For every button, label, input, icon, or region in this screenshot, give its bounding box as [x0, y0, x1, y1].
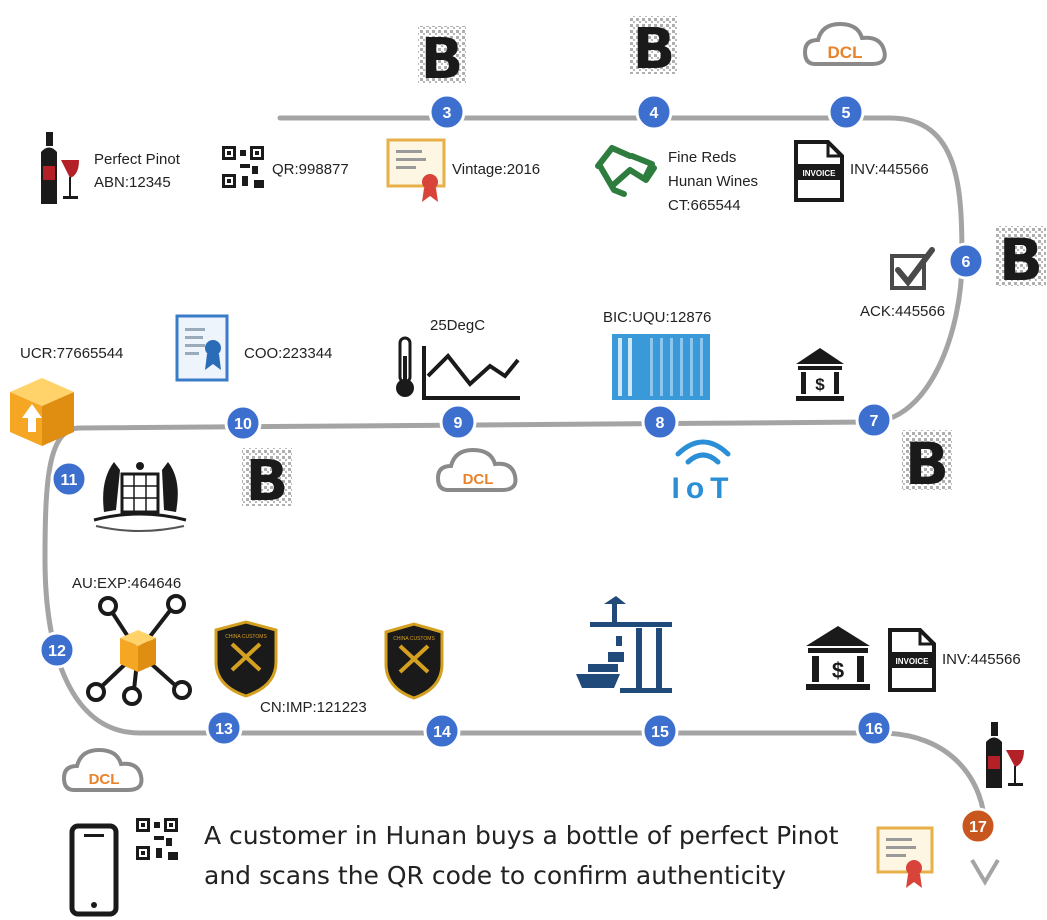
- buyer-name: Fine Reds: [668, 149, 736, 166]
- svg-text:CHINA CUSTOMS: CHINA CUSTOMS: [393, 636, 435, 642]
- dcl-label: DCL: [828, 43, 863, 62]
- svg-text:15: 15: [651, 724, 669, 741]
- seller-name: Hunan Wines: [668, 173, 758, 190]
- blockchain-icon: B: [418, 26, 466, 92]
- acknowledge-checkbox-icon: [890, 247, 935, 290]
- svg-text:17: 17: [969, 819, 987, 836]
- ucr-label: UCR:77665544: [20, 345, 123, 362]
- temperature-chart-icon: [396, 336, 520, 400]
- dcl-cloud-icon: DCL: [802, 21, 887, 66]
- svg-text:B: B: [999, 226, 1043, 294]
- ack-label: ACK:445566: [860, 303, 945, 320]
- svg-text:B: B: [633, 17, 676, 82]
- svg-text:B: B: [421, 27, 464, 92]
- dcl-cloud-icon: DCL: [61, 747, 144, 792]
- svg-text:7: 7: [870, 413, 879, 430]
- export-network-icon: [86, 594, 192, 706]
- smartphone-icon: [69, 823, 119, 917]
- svg-text:B: B: [246, 449, 289, 514]
- product-name: Perfect Pinot: [94, 151, 181, 168]
- import-label: CN:IMP:121223: [260, 699, 367, 716]
- china-customs-badge-icon: CHINA CUSTOMS: [214, 620, 278, 698]
- svg-text:8: 8: [656, 415, 665, 432]
- svg-text:DCL: DCL: [89, 771, 120, 788]
- step-marker: 14: [423, 712, 461, 750]
- step-marker: 9: [439, 403, 477, 441]
- wine-bottle-glass-icon: [41, 132, 79, 204]
- svg-text:$: $: [815, 375, 825, 394]
- step-marker: 15: [641, 712, 679, 750]
- step-marker: 11: [50, 460, 88, 498]
- svg-text:4: 4: [650, 105, 659, 122]
- step-marker: 6: [947, 242, 985, 280]
- step-marker: 5: [827, 93, 865, 131]
- svg-text:3: 3: [443, 105, 452, 122]
- svg-text:9: 9: [454, 415, 463, 432]
- svg-text:12: 12: [48, 643, 66, 660]
- export-label: AU:EXP:464646: [72, 575, 181, 592]
- invoice-tag: INVOICE: [803, 169, 837, 178]
- step-marker: 3: [428, 93, 466, 131]
- certificate-icon: [876, 826, 934, 888]
- svg-text:14: 14: [433, 724, 451, 741]
- invoice-icon: INVOICE: [794, 140, 844, 202]
- svg-text:DCL: DCL: [463, 471, 494, 488]
- iot-wifi-icon: [675, 439, 731, 465]
- abn-label: ABN:12345: [94, 174, 171, 191]
- svg-text:16: 16: [865, 721, 883, 738]
- step-marker: 7: [855, 401, 893, 439]
- svg-text:11: 11: [61, 472, 78, 489]
- blockchain-icon: B: [902, 430, 952, 498]
- invoice-number: INV:445566: [850, 161, 929, 178]
- svg-text:13: 13: [215, 721, 233, 738]
- blockchain-icon: B: [242, 448, 292, 514]
- certificate-icon: [386, 138, 446, 202]
- svg-text:6: 6: [962, 254, 971, 271]
- svg-text:$: $: [832, 658, 844, 683]
- dcl-cloud-icon: DCL: [435, 447, 518, 492]
- caption-line-2: and scans the QR code to confirm authent…: [204, 861, 786, 890]
- step-marker: 4: [635, 93, 673, 131]
- wine-bottle-glass-icon: [986, 722, 1024, 788]
- qr-code-icon: [136, 818, 178, 860]
- coo-label: COO:223344: [244, 345, 332, 362]
- vintage-label: Vintage:2016: [452, 161, 540, 178]
- step-marker: 12: [38, 631, 76, 669]
- package-box-icon: [10, 378, 74, 446]
- certificate-of-origin-icon: [175, 314, 229, 382]
- svg-text:B: B: [905, 430, 949, 498]
- invoice-number: INV:445566: [942, 651, 1021, 668]
- iot-label: IoT: [672, 472, 735, 505]
- qr-label: QR:998877: [272, 161, 349, 178]
- port-crane-ship-icon: [576, 596, 672, 693]
- blockchain-icon: B: [630, 16, 678, 82]
- step-marker: 8: [641, 403, 679, 441]
- svg-text:5: 5: [842, 105, 851, 122]
- blockchain-icon: B: [996, 226, 1046, 294]
- svg-text:CHINA CUSTOMS: CHINA CUSTOMS: [225, 634, 267, 640]
- caption-line-1: A customer in Hunan buys a bottle of per…: [204, 821, 839, 850]
- svg-text:10: 10: [234, 416, 252, 433]
- bic-label: BIC:UQU:12876: [603, 309, 711, 326]
- china-customs-badge-icon: CHINA CUSTOMS: [384, 622, 444, 700]
- step-marker: 10: [224, 404, 262, 442]
- bank-icon: $: [806, 626, 870, 690]
- shipping-container-icon: [612, 334, 710, 400]
- bank-icon: $: [796, 348, 844, 401]
- australian-coat-of-arms-icon: [93, 462, 187, 532]
- svg-text:INVOICE: INVOICE: [896, 657, 930, 666]
- step-marker-final: 17: [959, 807, 997, 845]
- step-marker: 13: [205, 709, 243, 747]
- handshake-icon: [595, 145, 657, 197]
- temperature-label: 25DegC: [430, 317, 485, 334]
- step-marker: 16: [855, 709, 893, 747]
- qr-code-icon: [222, 146, 264, 188]
- contract-label: CT:665544: [668, 197, 741, 214]
- journey-arrowhead: [970, 858, 1000, 886]
- invoice-icon: INVOICE: [888, 628, 936, 692]
